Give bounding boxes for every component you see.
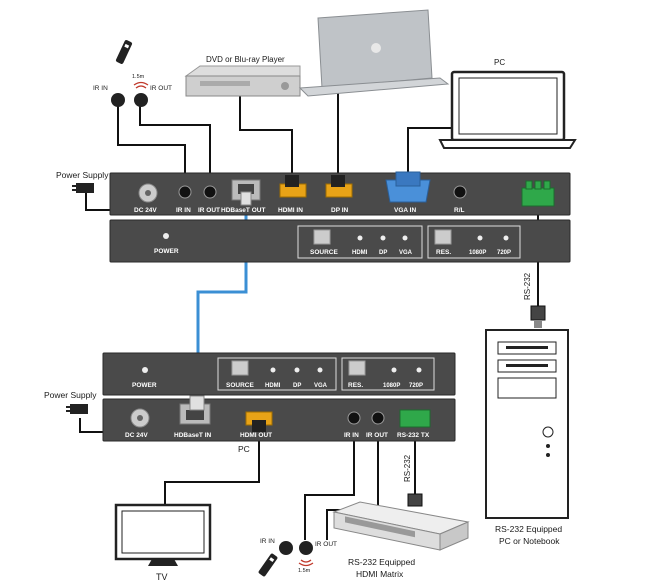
tx-front-led-1080p: 1080P bbox=[469, 250, 486, 256]
matrix-label-2: HDMI Matrix bbox=[356, 569, 404, 579]
remote-control-icon bbox=[115, 40, 133, 64]
power-led-icon bbox=[142, 367, 148, 373]
dvd-hdmi-cable bbox=[239, 95, 293, 175]
rx-front-res: RES. bbox=[348, 382, 363, 389]
tx-front-led-dp: DP bbox=[379, 250, 387, 256]
power-supply-tx: Power Supply bbox=[56, 170, 109, 193]
ir-in-label-top: IR IN bbox=[93, 85, 108, 92]
ir-signal-icon bbox=[298, 559, 314, 567]
apple-logo-icon bbox=[371, 43, 381, 53]
pc-monitor-top: PC bbox=[438, 58, 577, 149]
ir-emitter-icon bbox=[299, 541, 313, 555]
rx-front-led-1080p: 1080P bbox=[383, 383, 400, 389]
rx-port-hdmi-out: HDMI OUT bbox=[240, 432, 272, 439]
rx-front-led-vga: VGA bbox=[314, 383, 328, 389]
audio-jack-icon bbox=[453, 185, 467, 199]
transmitter-rear-panel: DC 24V IR IN IR OUT HDBaseT OUT HDMI IN … bbox=[109, 171, 571, 216]
rx-port-dc: DC 24V bbox=[125, 432, 148, 439]
tx-front-source: SOURCE bbox=[310, 249, 338, 256]
receiver-rear-panel: DC 24V HDBaseT IN HDMI OUT IR IN IR OUT … bbox=[102, 395, 456, 442]
ir-in-cable-top bbox=[117, 100, 186, 175]
transmitter-front-panel: POWER SOURCE HDMI DP VGA RES. 1080P 720P bbox=[109, 219, 571, 263]
ir-out-label-bottom: IR OUT bbox=[315, 541, 337, 548]
source-button-icon bbox=[313, 229, 331, 245]
tv-label: TV bbox=[156, 572, 168, 582]
power-supply-tx-label: Power Supply bbox=[56, 170, 109, 180]
tx-front-led-hdmi: HDMI bbox=[352, 250, 368, 256]
ir-signal-icon bbox=[133, 81, 149, 89]
receiver-front-panel: POWER SOURCE HDMI DP VGA RES. 1080P 720P bbox=[102, 352, 456, 396]
ir-distance-label-top: 1.5m bbox=[132, 74, 145, 80]
ir-in-label-bottom: IR IN bbox=[260, 538, 275, 545]
tx-front-power: POWER bbox=[154, 248, 179, 255]
rs232-terminal-icon bbox=[521, 187, 555, 207]
dvd-player-label: DVD or Blu-ray Player bbox=[206, 55, 285, 64]
rx-port-hdbaset: HDBaseT IN bbox=[174, 432, 212, 439]
tx-port-vga-in: VGA IN bbox=[394, 207, 416, 214]
tx-port-hdmi-in: HDMI IN bbox=[278, 207, 303, 214]
rx-front-led-720p: 720P bbox=[409, 383, 423, 389]
pc-tower-label-2: PC or Notebook bbox=[499, 536, 560, 546]
rx-port-rs232: RS-232 TX bbox=[397, 432, 430, 439]
tx-port-rl: R/L bbox=[454, 207, 465, 214]
power-adapter-icon bbox=[70, 404, 88, 414]
pc-tower: RS-232 Equipped PC or Notebook bbox=[485, 329, 569, 546]
power-adapter-icon bbox=[76, 183, 94, 193]
ir-emitter-icon bbox=[134, 93, 148, 107]
tv: TV bbox=[114, 503, 212, 582]
rs232-cable-rx-label: RS-232 bbox=[403, 454, 412, 482]
ir-in-jack-icon bbox=[178, 185, 192, 199]
tx-front-led-720p: 720P bbox=[497, 250, 511, 256]
tx-port-hdbaset: HDBaseT OUT bbox=[221, 207, 265, 214]
rx-front-led-dp: DP bbox=[293, 383, 301, 389]
res-button-icon bbox=[434, 229, 452, 245]
ir-out-jack-icon bbox=[203, 185, 217, 199]
power-led-icon bbox=[163, 233, 169, 239]
source-button-icon bbox=[231, 360, 249, 376]
tx-port-dp-in: DP IN bbox=[331, 207, 349, 214]
tx-port-dc: DC 24V bbox=[134, 207, 157, 214]
rx-front-led-hdmi: HDMI bbox=[265, 383, 281, 389]
db9-connector-icon bbox=[530, 305, 546, 321]
power-supply-rx: Power Supply bbox=[44, 390, 97, 414]
rx-port-ir-out: IR OUT bbox=[366, 432, 388, 439]
pc-label-mid: PC bbox=[238, 444, 250, 454]
rs232-terminal-icon bbox=[399, 409, 431, 428]
pc-tower-label-1: RS-232 Equipped bbox=[495, 524, 562, 534]
ir-emitter-receiver-bottom: IR IN IR OUT 1.5m bbox=[258, 538, 337, 577]
tx-port-ir-in: IR IN bbox=[176, 207, 191, 214]
ir-out-jack-icon bbox=[371, 411, 385, 425]
ir-in-cable-bottom bbox=[304, 425, 355, 540]
db9-connector-icon bbox=[407, 493, 423, 507]
matrix-label-1: RS-232 Equipped bbox=[348, 557, 415, 567]
remote-control-icon bbox=[258, 553, 278, 577]
dvd-player: DVD or Blu-ray Player bbox=[184, 55, 301, 97]
rx-front-power: POWER bbox=[132, 382, 157, 389]
res-button-icon bbox=[348, 360, 366, 376]
tx-port-ir-out: IR OUT bbox=[198, 207, 220, 214]
laptop bbox=[298, 9, 450, 97]
pc-label-top: PC bbox=[494, 58, 505, 67]
cables bbox=[79, 92, 539, 540]
rx-front-source: SOURCE bbox=[226, 382, 254, 389]
tx-front-res: RES. bbox=[436, 249, 451, 256]
rs232-cable-tx-label: RS-232 bbox=[523, 272, 532, 300]
rx-port-ir-in: IR IN bbox=[344, 432, 359, 439]
ir-in-jack-icon bbox=[347, 411, 361, 425]
ir-emitter-receiver-top: IR IN IR OUT 1.5m bbox=[93, 40, 172, 107]
tv-hdmi-cable bbox=[164, 428, 260, 505]
tx-front-led-vga: VGA bbox=[399, 250, 413, 256]
power-supply-rx-label: Power Supply bbox=[44, 390, 97, 400]
ir-distance-label-bottom: 1.5m bbox=[298, 568, 311, 574]
ir-out-label-top: IR OUT bbox=[150, 85, 172, 92]
ir-out-cable-top bbox=[139, 105, 211, 175]
hdmi-matrix: RS-232 Equipped HDMI Matrix bbox=[332, 501, 470, 579]
ir-receiver-icon bbox=[111, 93, 125, 107]
ir-receiver-icon bbox=[279, 541, 293, 555]
